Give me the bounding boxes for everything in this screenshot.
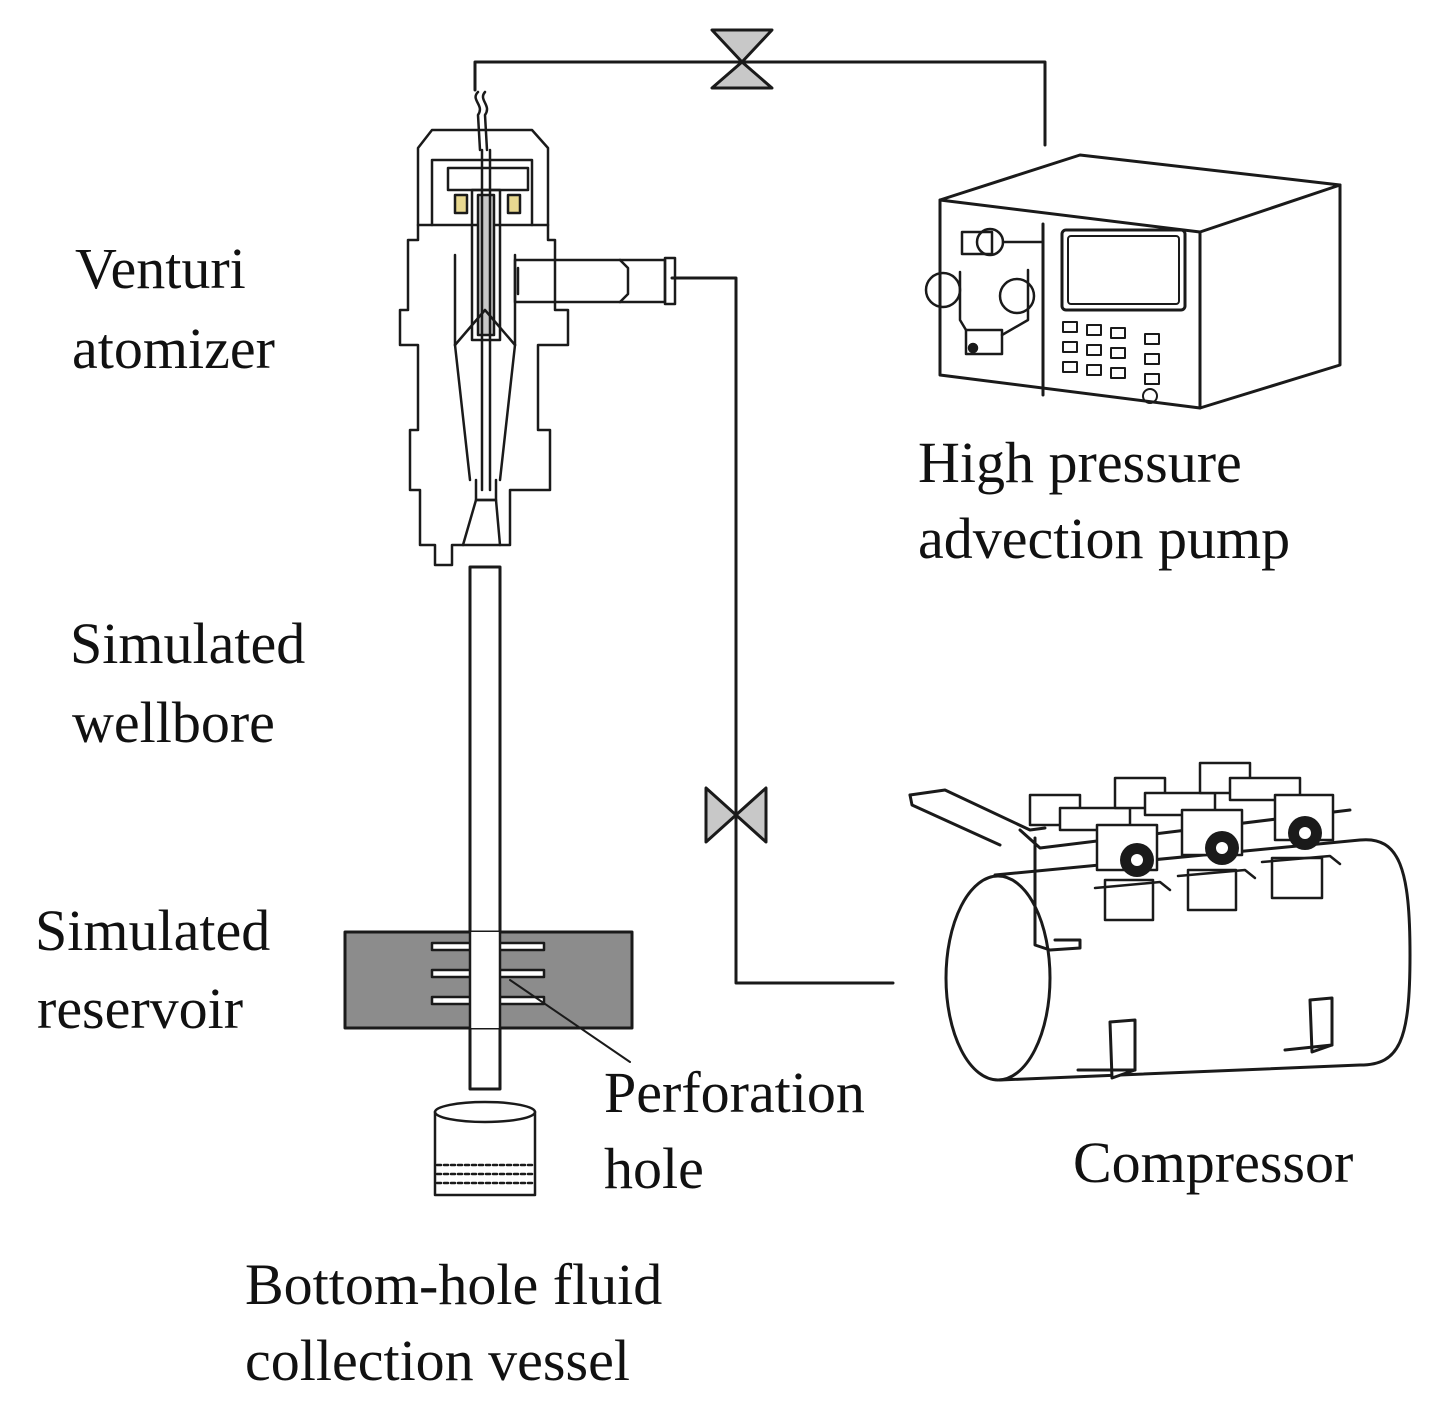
high-pressure-pump-icon: [924, 153, 1342, 410]
pump-label-line2: advection pump: [918, 506, 1291, 571]
pump-supply-line: [473, 60, 1047, 147]
perforation-label-line2: hole: [604, 1136, 704, 1201]
collection-vessel-icon: [433, 1100, 537, 1197]
venturi-atomizer: [398, 90, 677, 567]
perforation-leader-line: [509, 979, 631, 1063]
compressor-label: Compressor: [1073, 1130, 1354, 1195]
perforation-label-line1: Perforation: [604, 1060, 865, 1125]
wellbore-pipe: [468, 565, 502, 1091]
wellbore-label-line1: Simulated: [70, 611, 306, 676]
vessel-label-line2: collection vessel: [245, 1328, 630, 1393]
reservoir-label-line2: reservoir: [37, 976, 244, 1041]
top-valve-icon: [710, 28, 774, 90]
venturi-label-line2: atomizer: [72, 316, 275, 381]
perforation-holes: [430, 930, 546, 1030]
venturi-label-line1: Venturi: [75, 236, 246, 301]
side-valve-icon: [704, 786, 768, 844]
vessel-label-line1: Bottom-hole fluid: [245, 1252, 663, 1317]
pump-label-line1: High pressure: [918, 430, 1242, 495]
reservoir-label-line1: Simulated: [35, 898, 271, 963]
compressor-air-line: [670, 276, 895, 985]
compressor-icon: [908, 761, 1412, 1082]
wellbore-label-line2: wellbore: [72, 690, 275, 755]
